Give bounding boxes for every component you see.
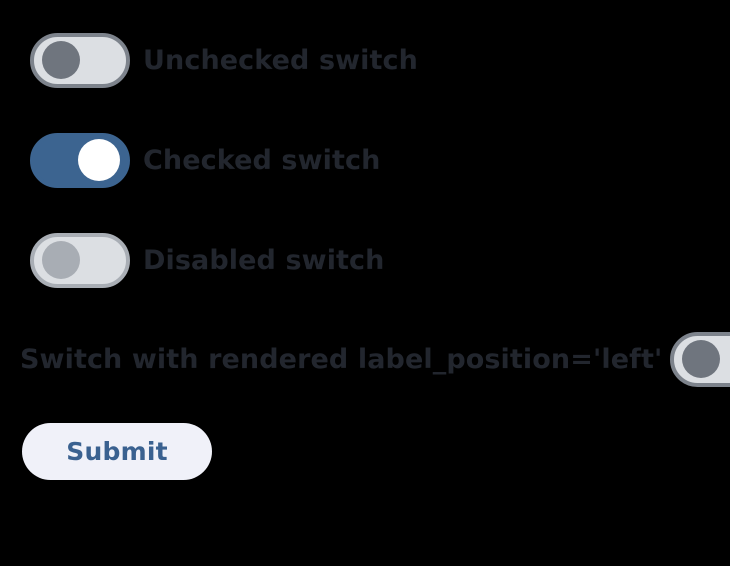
switch-knob bbox=[42, 241, 80, 279]
switch-label-left-position: Switch with rendered label_position='lef… bbox=[20, 343, 663, 375]
switch-row-unchecked: Unchecked switch bbox=[0, 28, 730, 92]
switch-label-disabled: Disabled switch bbox=[143, 244, 385, 276]
switch-label-unchecked: Unchecked switch bbox=[143, 44, 418, 76]
switch-row-disabled: Disabled switch bbox=[0, 228, 730, 292]
submit-button[interactable]: Submit bbox=[22, 423, 212, 480]
toggle-on-icon[interactable] bbox=[30, 132, 130, 188]
switch-label-checked: Checked switch bbox=[143, 144, 381, 176]
switch-knob bbox=[42, 41, 80, 79]
toggle-off-icon[interactable] bbox=[670, 331, 730, 387]
toggle-off-icon[interactable] bbox=[30, 32, 130, 88]
switch-row-label-left: Switch with rendered label_position='lef… bbox=[0, 327, 730, 391]
toggle-off-disabled-icon bbox=[30, 232, 130, 288]
switch-row-checked: Checked switch bbox=[0, 128, 730, 192]
switch-knob bbox=[682, 340, 721, 378]
switch-knob bbox=[78, 139, 120, 181]
